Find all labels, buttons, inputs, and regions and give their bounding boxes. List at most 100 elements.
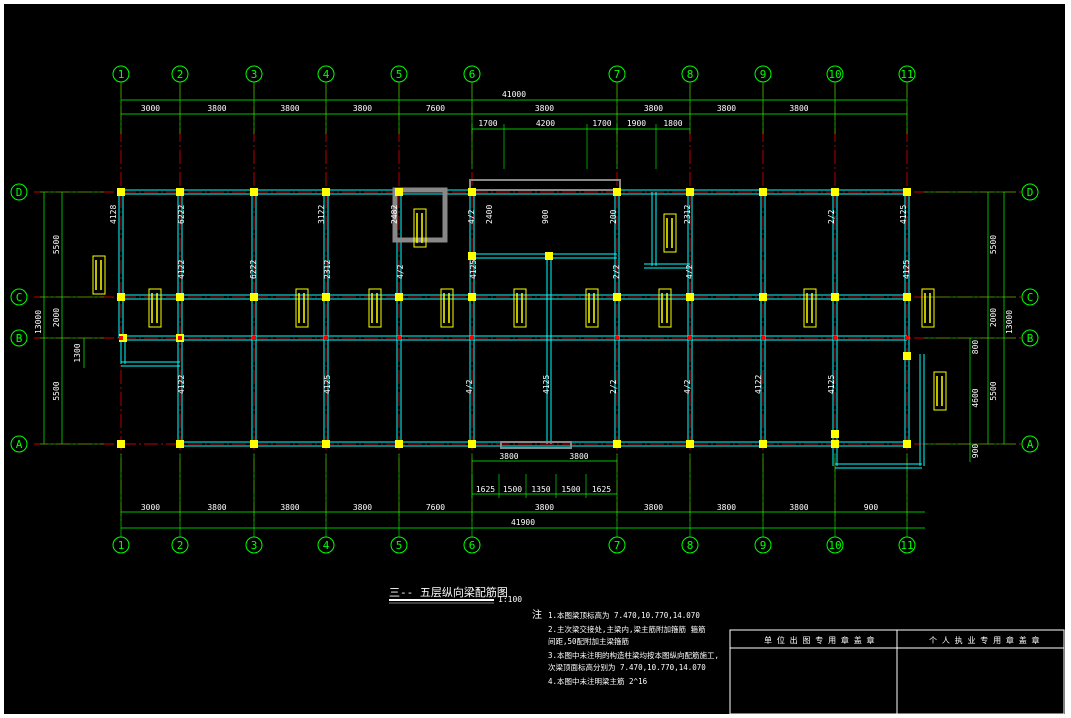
axis-bubble-top-9-label: 9 [760, 68, 767, 81]
column-28 [831, 293, 839, 301]
axis-bubble-right-D-label: D [1027, 186, 1034, 199]
section-tag-0 [92, 255, 106, 295]
axis-bubble-top-3-label: 3 [251, 68, 258, 81]
column-b-5 [470, 336, 474, 340]
column-22 [686, 293, 694, 301]
axis-bubble-top-8-label: 8 [687, 68, 694, 81]
drawing-scale: 1:100 [498, 595, 522, 604]
beam-label-bottom-6: 4122 [754, 375, 763, 394]
bottom-sub-dim-4: 1625 [592, 485, 611, 494]
bottom-seg-dim-2: 3800 [280, 503, 299, 512]
note-line-4: 3.本图中未注明的构造柱梁均按本图纵向配筋施工, [548, 650, 719, 660]
left-sub-dim-text: 1300 [73, 343, 82, 362]
axis-bubble-bottom-7-label: 7 [614, 539, 621, 552]
axis-bubble-bottom-8-circle [681, 536, 699, 554]
column-15 [468, 188, 476, 196]
beam-label-top-3: 2482 [390, 205, 399, 224]
beam-label-top-2: 3122 [317, 205, 326, 224]
beam-label-top-8: 2312 [683, 205, 692, 224]
top-seg-dim-0: 3000 [141, 104, 160, 113]
bottom-sub-dim-3: 1500 [561, 485, 580, 494]
section-tag-10 [663, 213, 677, 253]
top-seg-dim-1: 3800 [207, 104, 226, 113]
beam-label-mid-3: 4/2 [396, 264, 405, 279]
bottom-seg-dim-3: 3800 [353, 503, 372, 512]
axis-bubble-top-11-label: 11 [900, 68, 913, 81]
bottom-sub-dim-1: 1500 [503, 485, 522, 494]
right-seg-dim-0: 5500 [989, 235, 998, 254]
note-line-2: 2.主次梁交接处,主梁内,梁主筋附加箍筋 箍筋 [548, 624, 706, 634]
column-31 [903, 293, 911, 301]
right-seg-dim-1: 2000 [989, 308, 998, 327]
beam-label-bottom-3: 4125 [542, 375, 551, 394]
column-23 [686, 440, 694, 448]
section-tag-12 [933, 371, 947, 411]
beam-label-top-5: 2400 [485, 205, 494, 224]
column-17 [468, 440, 476, 448]
left-seg-dim-1: 2000 [52, 308, 61, 327]
axis-bubble-bottom-6-label: 6 [469, 539, 476, 552]
section-tag-4 [440, 288, 454, 328]
column-b-4 [397, 336, 401, 340]
axis-bubble-bottom-3-circle [245, 536, 263, 554]
axis-bubble-bottom-10-label: 10 [828, 539, 841, 552]
column-38 [831, 430, 839, 438]
axis-bubble-bottom-9-circle [754, 536, 772, 554]
bottom-sub-dim-2: 1350 [531, 485, 550, 494]
top-seg-dim-8: 3800 [789, 104, 808, 113]
beam-label-bottom-1: 4125 [323, 375, 332, 394]
beam-label-bottom-0: 4122 [177, 375, 186, 394]
column-b-1 [178, 336, 182, 340]
axis-bubble-top-7-circle [608, 65, 626, 83]
axis-bubble-bottom-2-circle [171, 536, 189, 554]
bottom-seg-dim-5: 3800 [535, 503, 554, 512]
beam-label-mid-4: 4125 [469, 260, 478, 279]
column-11 [322, 440, 330, 448]
bottom-sub-dim-0: 1625 [476, 485, 495, 494]
section-tag-11 [413, 208, 427, 248]
beam-label-bottom-5: 4/2 [683, 379, 692, 394]
axis-bubble-top-5-circle [390, 65, 408, 83]
column-3 [176, 188, 184, 196]
column-b-7 [688, 336, 692, 340]
beam-label-top-1: 6222 [177, 205, 186, 224]
axis-bubble-right-A-label: A [1027, 438, 1034, 451]
right-sub-dim-0: 800 [971, 340, 980, 355]
column-32 [903, 440, 911, 448]
column-25 [759, 293, 767, 301]
bottom-total-dim-text: 41900 [511, 518, 535, 527]
column-8 [250, 440, 258, 448]
axis-bubble-left-A-circle [10, 435, 28, 453]
axis-bubble-top-9-circle [754, 65, 772, 83]
beam-label-bottom-7: 4125 [827, 375, 836, 394]
axis-bubble-left-B-label: B [16, 332, 23, 345]
axis-bubble-bottom-8-label: 8 [687, 539, 694, 552]
right-total-dim-text: 13000 [1005, 310, 1014, 334]
top-seg-dim-7: 3800 [717, 104, 736, 113]
axis-bubble-top-4-label: 4 [323, 68, 330, 81]
bottom-seg-dim-7: 3800 [717, 503, 736, 512]
axis-bubble-bottom-11-circle [898, 536, 916, 554]
axis-bubble-bottom-3-label: 3 [251, 539, 258, 552]
beam-lines [118, 189, 925, 469]
section-tag-6 [585, 288, 599, 328]
column-b-0 [119, 336, 123, 340]
column-37 [903, 352, 911, 360]
axis-bubble-right-C-circle [1021, 288, 1039, 306]
note-line-1: 1.本图梁顶标高为 7.470,10.770,14.070 [548, 610, 700, 620]
axis-bubble-left-D-circle [10, 183, 28, 201]
column-7 [250, 293, 258, 301]
note-line-3: 间距,50配附加主梁箍筋 [548, 636, 630, 646]
axis-bubble-bottom-5-label: 5 [396, 539, 403, 552]
notes-label: 注 [532, 608, 542, 621]
axis-bubble-top-4-circle [317, 65, 335, 83]
column-6 [250, 188, 258, 196]
beam-label-mid-0: 4122 [177, 260, 186, 279]
top-seg-dim-6: 3800 [644, 104, 663, 113]
axis-bubble-bottom-9-label: 9 [760, 539, 767, 552]
column-30 [903, 188, 911, 196]
bottom-door-dim-0: 3800 [499, 452, 518, 461]
